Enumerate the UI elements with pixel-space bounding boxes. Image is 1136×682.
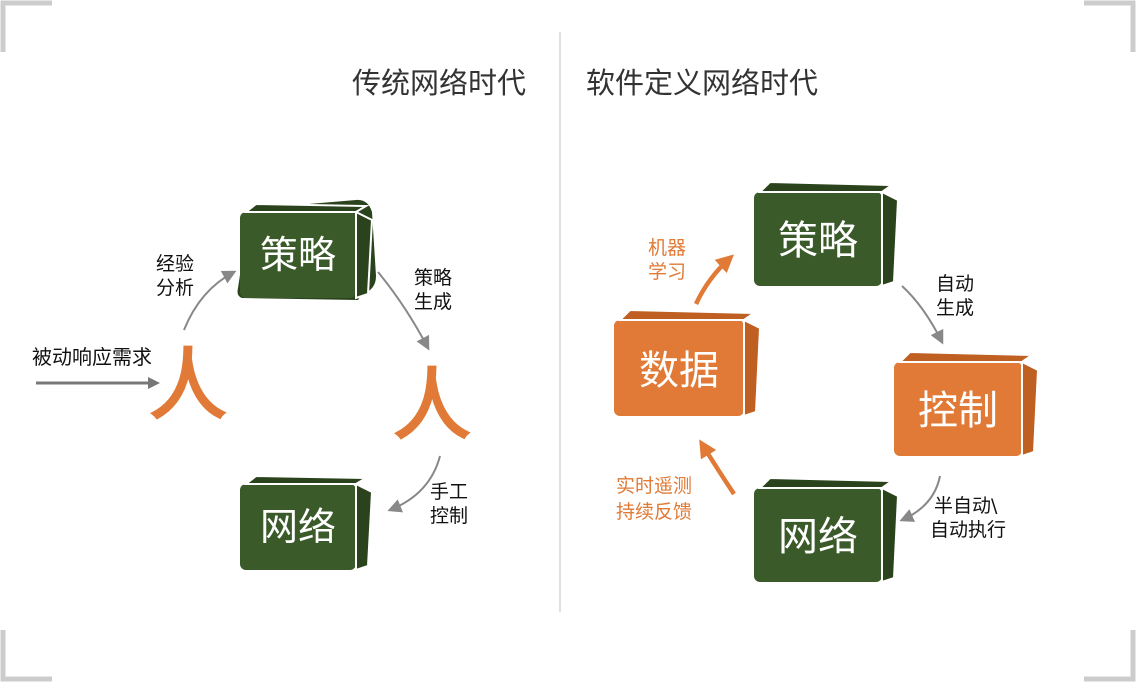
right-control-box-label: 控制: [918, 388, 998, 434]
right-network-box-label: 网络: [778, 514, 858, 560]
right-arrow-ml: [693, 254, 734, 305]
left-arrow-policy-gen: [377, 271, 430, 351]
left-label-policy-gen: 策略 生成: [414, 267, 458, 313]
right-label-auto-gen-line-1: 自动: [936, 273, 974, 295]
right-label-ml-line-2: 学习: [648, 261, 686, 283]
right-control-box: 控制: [894, 350, 1040, 458]
right-label-telemetry: 实时遥测 持续反馈: [616, 475, 698, 523]
right-label-auto-gen: 自动 生成: [936, 273, 980, 319]
left-label-policy-gen-line-1: 策略: [414, 267, 452, 289]
left-policy-box-label: 策略: [260, 233, 336, 277]
right-network-box: 网络: [754, 476, 900, 584]
left-input-arrow: [36, 377, 160, 389]
right-label-ml-line-1: 机器: [648, 237, 686, 259]
left-person-icon-2: 人: [393, 361, 471, 451]
left-network-box: 网络: [240, 474, 374, 572]
right-title: 软件定义网络时代: [586, 66, 818, 100]
right-label-ml: 机器 学习: [648, 237, 692, 283]
left-label-experience-line-1: 经验: [156, 253, 194, 275]
left-input-label: 被动响应需求: [32, 345, 152, 369]
left-network-box-label: 网络: [260, 505, 336, 549]
right-arrow-auto-gen: [901, 285, 944, 345]
right-data-box-label: 数据: [639, 348, 719, 394]
left-arrow-experience: [183, 270, 237, 331]
right-label-exec-line-2: 自动执行: [930, 519, 1006, 541]
right-label-auto-gen-line-2: 生成: [936, 297, 974, 319]
right-label-telemetry-line-2: 持续反馈: [616, 501, 692, 523]
left-label-manual: 手工 控制: [430, 481, 474, 527]
right-label-telemetry-line-1: 实时遥测: [616, 475, 692, 497]
left-person-icon-1: 人: [149, 341, 227, 431]
right-arrow-exec: [899, 475, 941, 522]
right-policy-box: 策略: [754, 180, 900, 288]
left-label-manual-line-1: 手工: [430, 481, 468, 503]
right-policy-box-label: 策略: [778, 218, 858, 264]
left-arrow-manual: [387, 455, 441, 513]
right-label-exec-line-1: 半自动\: [934, 495, 998, 517]
left-label-manual-line-2: 控制: [430, 505, 468, 527]
left-title: 传统网络时代: [352, 66, 526, 100]
left-policy-box: 策略: [237, 199, 376, 300]
right-label-exec: 半自动\ 自动执行: [930, 495, 1006, 541]
left-label-policy-gen-line-2: 生成: [414, 291, 452, 313]
right-arrow-telemetry: [699, 439, 736, 496]
left-label-experience-line-2: 分析: [156, 277, 194, 299]
right-data-box: 数据: [614, 308, 762, 418]
left-label-experience: 经验 分析: [156, 253, 200, 299]
